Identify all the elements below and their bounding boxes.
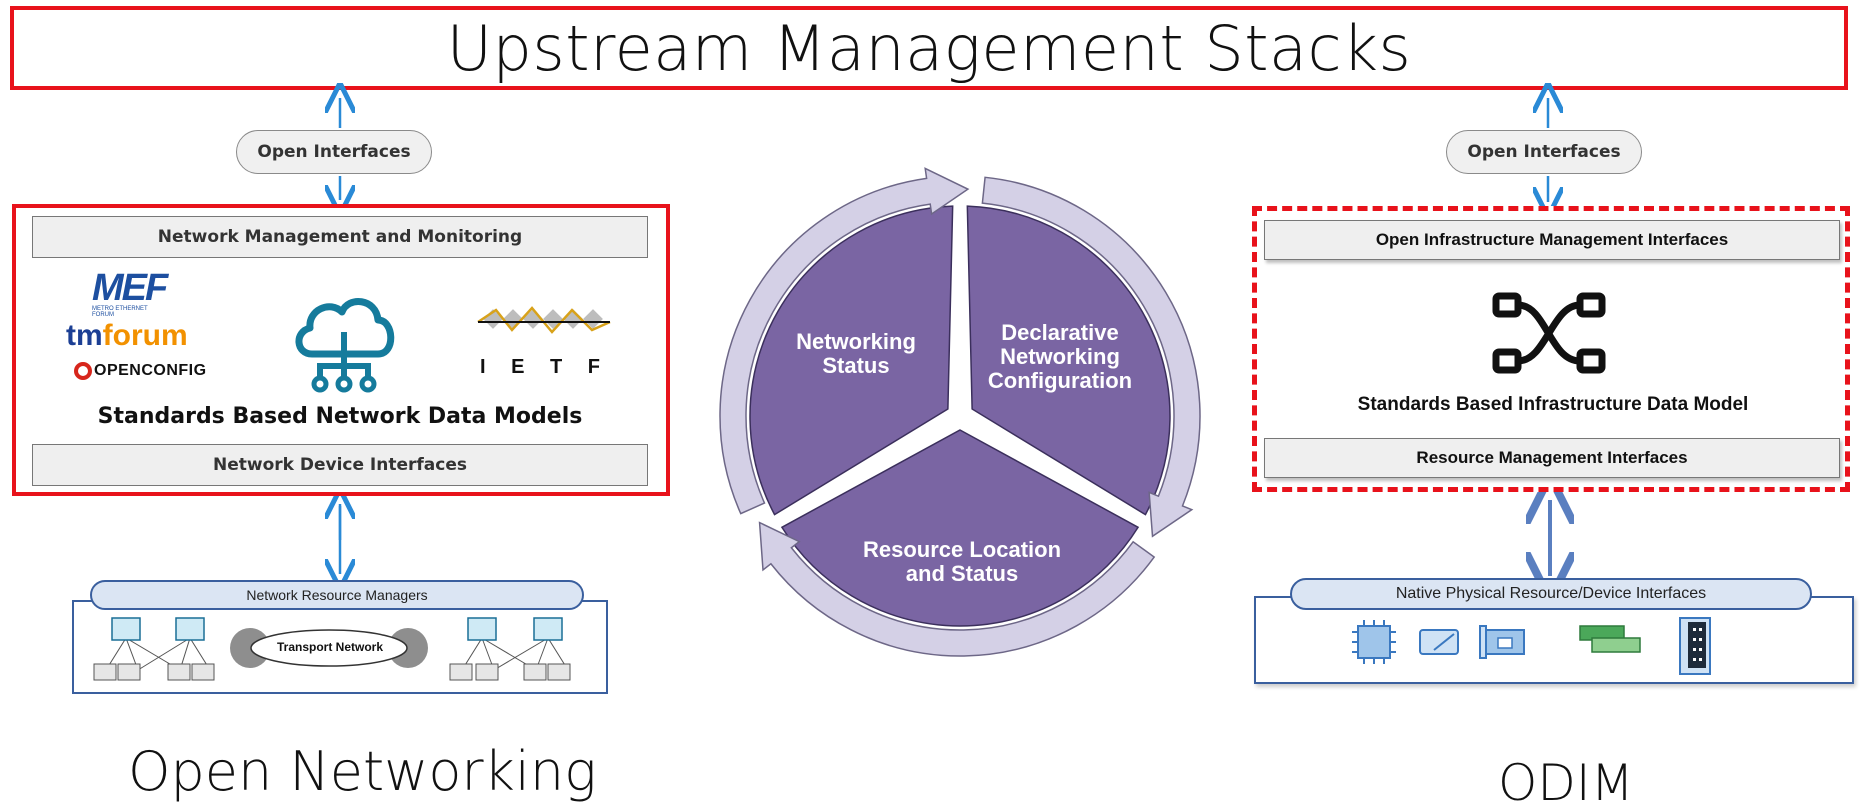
network-device-interfaces-label: Network Device Interfaces: [212, 455, 467, 475]
cloud-network-icon: [295, 298, 395, 393]
segment-resource-location-line2: and Status: [906, 561, 1018, 586]
tmforum-logo-tm: tm: [66, 319, 103, 352]
banner-title: Upstream Management Stacks: [446, 11, 1412, 85]
native-resource-box: [1254, 596, 1854, 684]
native-interfaces-pill: Native Physical Resource/Device Interfac…: [1290, 578, 1812, 610]
left-open-interfaces-pill: Open Interfaces: [236, 130, 432, 174]
right-open-interfaces-label: Open Interfaces: [1467, 142, 1621, 162]
server-blade-icon: [1579, 625, 1641, 653]
ietf-logo-text: I E T F: [480, 356, 610, 378]
openconfig-logo: OPENCONFIG: [74, 362, 207, 380]
server-rack-icon: [1679, 617, 1711, 675]
segment-resource-location-line1: Resource Location: [863, 537, 1061, 562]
tmforum-logo: tmforum: [66, 320, 188, 352]
ietf-diamond-graphic: [477, 306, 611, 334]
arrow-resource-to-status: [758, 521, 1156, 657]
cpu-chip-icon: [1352, 620, 1396, 664]
native-interfaces-label: Native Physical Resource/Device Interfac…: [1395, 585, 1707, 602]
arrow-config-to-resource: [981, 176, 1201, 538]
tmforum-logo-forum: forum: [102, 319, 188, 352]
network-topology-graphic: [93, 617, 571, 681]
mef-logo-text: MEF: [92, 267, 168, 309]
segment-declarative-line1: Declarative: [1001, 320, 1118, 345]
left-open-interfaces-label: Open Interfaces: [257, 142, 411, 162]
infrastructure-data-model-title: Standards Based Infrastructure Data Mode…: [1357, 394, 1749, 415]
network-management-label: Network Management and Monitoring: [157, 227, 523, 247]
openconfig-logo-text: OPENCONFIG: [94, 362, 207, 379]
upstream-management-banner: Upstream Management Stacks: [10, 6, 1848, 90]
segment-networking-status-line2: Status: [822, 353, 889, 378]
network-data-models-title: Standards Based Network Data Models: [97, 404, 583, 429]
wedge-networking-status: [749, 205, 954, 516]
open-infrastructure-management-label: Open Infrastructure Management Interface…: [1375, 230, 1729, 249]
mef-logo: MEF METRO ETHERNET FORUM: [92, 267, 168, 318]
odim-label: ODIM: [1498, 754, 1634, 812]
hardware-devices-graphic: [1352, 617, 1711, 675]
resource-management-interfaces-bar: Resource Management Interfaces: [1264, 438, 1840, 478]
network-device-interfaces-bar: Network Device Interfaces: [32, 444, 648, 486]
storage-drive-icon: [1419, 629, 1459, 655]
network-management-bar: Network Management and Monitoring: [32, 216, 648, 258]
segment-declarative-line3: Configuration: [988, 368, 1132, 393]
network-resource-managers-pill: Network Resource Managers: [90, 580, 584, 610]
openconfig-gear-icon: [74, 362, 92, 380]
segment-networking-status-line1: Networking: [796, 329, 916, 354]
arrow-status-to-config: [719, 167, 970, 515]
segment-declarative-line2: Networking: [1000, 344, 1120, 369]
open-networking-label: Open Networking: [128, 740, 597, 803]
open-infrastructure-management-bar: Open Infrastructure Management Interface…: [1264, 220, 1840, 260]
lifecycle-cycle-diagram: Networking Status Declarative Networking…: [719, 167, 1201, 657]
mef-logo-subtext: METRO ETHERNET FORUM: [92, 306, 148, 318]
right-open-interfaces-pill: Open Interfaces: [1446, 130, 1642, 174]
resource-management-interfaces-label: Resource Management Interfaces: [1416, 448, 1688, 467]
network-card-icon: [1479, 625, 1525, 659]
network-resource-managers-label: Network Resource Managers: [246, 587, 428, 603]
data-model-flow-icon: [1492, 292, 1606, 374]
wedge-resource-location: [780, 429, 1140, 627]
wedge-declarative-configuration: [966, 205, 1171, 516]
transport-network-label: Transport Network: [276, 640, 384, 654]
